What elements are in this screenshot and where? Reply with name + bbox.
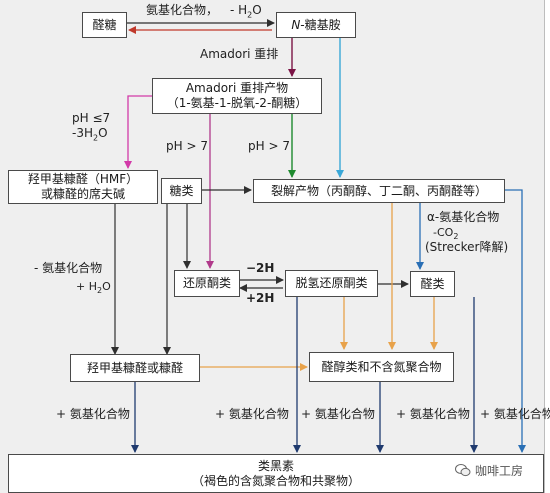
melanoidins-subtitle: （褐色的含氮聚合物和共聚物） <box>191 474 360 488</box>
amadori-product-line-1: Amadori 重排产物 <box>185 81 289 95</box>
node-reductones-label: 还原酮类 <box>182 276 231 290</box>
node-glycosylamine-label: N-糖基胺 <box>291 18 340 33</box>
node-aldehydes-label: 醛类 <box>420 276 445 291</box>
label-plus-water: + H2O <box>76 280 111 297</box>
minus-water-top-sub: 2 <box>247 10 253 20</box>
label-minus-2h: −2H <box>246 261 275 275</box>
minus-3h2o-sub: 2 <box>93 133 99 143</box>
label-plus-2h: +2H <box>246 291 275 305</box>
node-aldose-label: 醛糖 <box>92 17 117 32</box>
plus-water-suffix: O <box>102 280 111 293</box>
label-ph-basic-right: pH > 7 <box>248 139 290 153</box>
node-hmf-schiff-base: 羟甲基糠醛（HMF） 或糠醛的席夫碱 <box>8 170 158 204</box>
watermark: 咖啡工房 <box>455 462 523 479</box>
node-dehydroreductones: 脱氢还原酮类 <box>285 270 378 297</box>
minus-water-top-suffix: O <box>252 3 262 17</box>
label-plus-amine-3: + 氨基化合物 <box>301 407 375 421</box>
glycosylamine-prefix: N- <box>291 17 305 32</box>
label-amine-compounds-top: 氨基化合物， <box>146 3 219 17</box>
label-minus-3h2o: -3H2O <box>72 127 108 144</box>
node-melanoidins: 类黑素 （褐色的含氮聚合物和共聚物） <box>8 454 544 493</box>
hmf-schiff-line-1: 羟甲基糠醛（HMF） <box>27 172 139 186</box>
arrow-fission-to-melanoidins <box>505 189 526 453</box>
node-hmf-or-furfural: 羟甲基糠醛或糠醛 <box>70 354 200 382</box>
label-minus-water-top: - H2O <box>230 4 262 21</box>
minus-water-top-prefix: - H <box>230 3 248 17</box>
node-amadori-product: Amadori 重排产物 （1-氨基-1-脱氧-2-酮糖） <box>152 78 322 114</box>
label-ph-basic-left: pH > 7 <box>166 139 208 153</box>
node-sugars-label: 糖类 <box>169 183 194 198</box>
label-amadori-rearrangement: Amadori 重排 <box>200 47 279 61</box>
label-plus-amine-4: + 氨基化合物 <box>396 407 470 421</box>
label-plus-amine-5: + 氨基化合物 <box>480 407 550 421</box>
minus-co2-prefix: -CO <box>433 226 454 239</box>
node-aldose: 醛糖 <box>82 12 127 38</box>
plus-water-prefix: + H <box>76 280 97 293</box>
label-alpha-amino-acid: α-氨基化合物 <box>427 210 500 224</box>
node-aldehydes: 醛类 <box>410 271 455 297</box>
minus-3h2o-suffix: O <box>98 126 108 140</box>
node-aldols-label: 醛醇类和不含氮聚合物 <box>321 359 442 374</box>
watermark-text: 咖啡工房 <box>475 464 524 478</box>
label-ph-acidic: pH ≤7 <box>72 111 111 125</box>
node-dehydroreductones-label: 脱氢还原酮类 <box>295 276 368 290</box>
node-fission-label: 裂解产物（丙酮醇、丁二酮、丙酮醛等） <box>270 183 487 198</box>
label-plus-amine-1: + 氨基化合物 <box>56 407 130 421</box>
node-aldols: 醛醇类和不含氮聚合物 <box>309 352 454 382</box>
node-hmf-furfural-label: 羟甲基糠醛或糠醛 <box>86 360 183 375</box>
plus-water-sub: 2 <box>97 286 103 296</box>
label-strecker-degradation: (Strecker降解) <box>425 240 509 254</box>
node-reductones: 还原酮类 <box>174 270 240 297</box>
node-fission-products: 裂解产物（丙酮醇、丁二酮、丙酮醛等） <box>253 179 505 203</box>
label-minus-co2: -CO2 <box>433 226 458 243</box>
melanoidins-title: 类黑素 <box>257 459 294 473</box>
label-minus-amine-compounds: - 氨基化合物 <box>34 261 103 275</box>
wechat-icon <box>455 464 471 477</box>
minus-co2-sub: 2 <box>453 232 459 242</box>
amadori-product-line-2: （1-氨基-1-脱氧-2-酮糖） <box>166 96 308 110</box>
minus-3h2o-prefix: -3H <box>72 126 93 140</box>
right-edge-rule <box>544 0 545 493</box>
glycosylamine-suffix: 糖基胺 <box>304 17 341 32</box>
hmf-schiff-line-2: 或糠醛的席夫碱 <box>40 187 125 201</box>
node-glycosylamine: N-糖基胺 <box>276 12 356 38</box>
node-sugars: 糖类 <box>161 178 202 204</box>
arrow-ph-acid-to-hmf <box>124 95 152 169</box>
label-plus-amine-2: + 氨基化合物 <box>215 407 289 421</box>
